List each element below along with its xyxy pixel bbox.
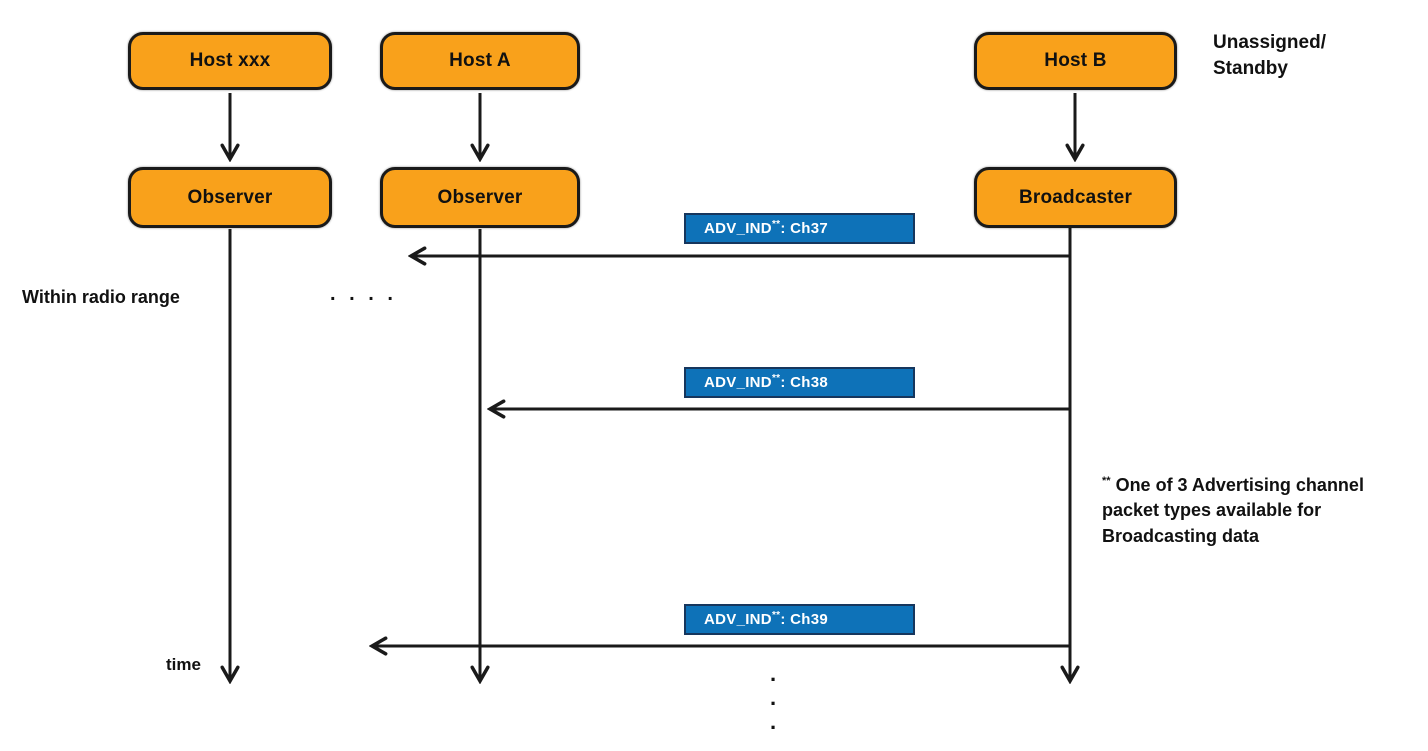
footnote-text: One of 3 Advertising channel packet type… — [1102, 475, 1364, 546]
message-label-ch38: ADV_IND**: Ch38 — [684, 367, 915, 398]
message-channel: : Ch38 — [780, 374, 828, 391]
footnote-marker-ref: ** — [771, 219, 781, 230]
host-b-box: Host B — [974, 32, 1177, 90]
host-a-box: Host A — [380, 32, 580, 90]
observer-xxx-box: Observer — [128, 167, 332, 228]
radio-range-label: Within radio range — [22, 287, 180, 307]
footnote-marker-ref: ** — [771, 610, 781, 621]
continues-ellipsis: . . . — [770, 661, 777, 734]
footnote-marker: ** — [1102, 475, 1111, 488]
message-name: ADV_IND — [704, 220, 772, 237]
broadcaster-box: Broadcaster — [974, 167, 1177, 228]
message-channel: : Ch39 — [780, 611, 828, 628]
host-xxx-box: Host xxx — [128, 32, 332, 90]
footnote: ** One of 3 Advertising channel packet t… — [1102, 448, 1387, 549]
observer-a-box: Observer — [380, 167, 580, 228]
footnote-marker-ref: ** — [771, 373, 781, 384]
more-observers-ellipsis: . . . . — [330, 283, 397, 305]
message-name: ADV_IND — [704, 374, 772, 391]
state-note-unassigned-standby: Unassigned/ Standby — [1213, 32, 1326, 79]
message-channel: : Ch37 — [780, 220, 828, 237]
message-name: ADV_IND — [704, 611, 772, 628]
message-label-ch39: ADV_IND**: Ch39 — [684, 604, 915, 635]
time-axis-label: time — [166, 655, 201, 674]
message-label-ch37: ADV_IND**: Ch37 — [684, 213, 915, 244]
